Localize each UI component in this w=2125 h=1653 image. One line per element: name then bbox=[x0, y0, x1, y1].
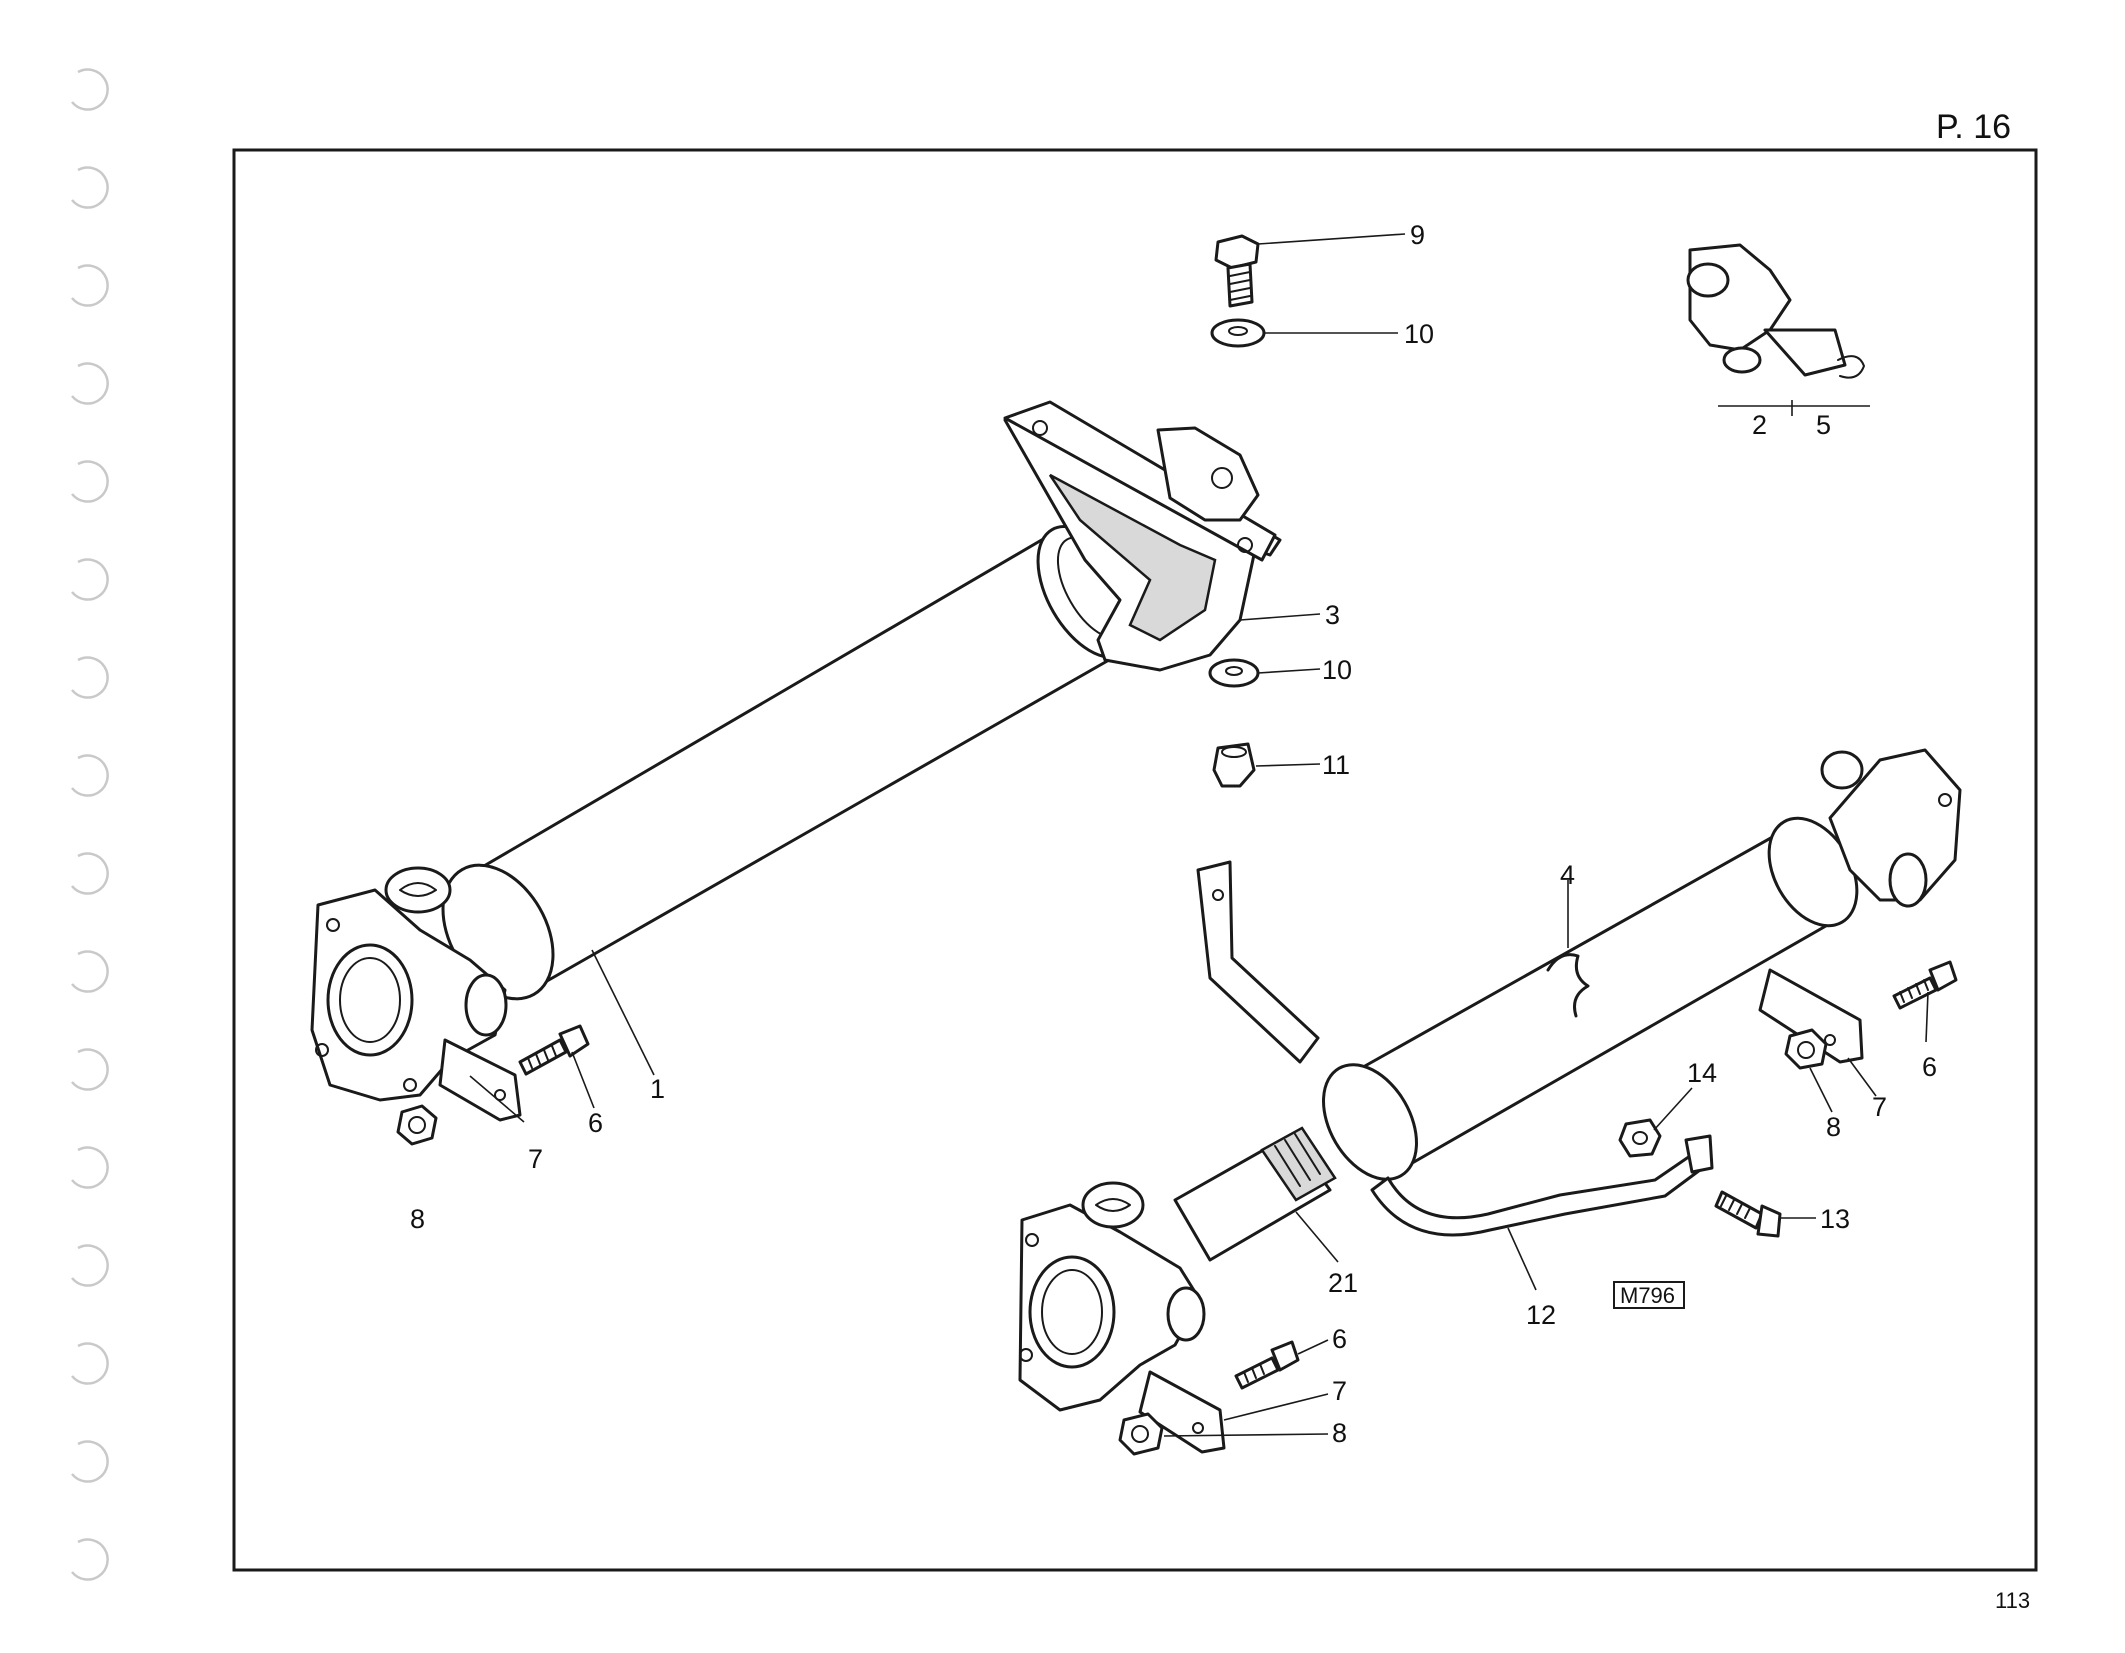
callout-6: 6 bbox=[1922, 1052, 1937, 1082]
bolt-9 bbox=[1214, 234, 1260, 308]
callout-7: 7 bbox=[1332, 1376, 1347, 1406]
bolt-6-left bbox=[518, 1024, 590, 1076]
callout-7: 7 bbox=[528, 1144, 543, 1174]
callout-6: 6 bbox=[588, 1108, 603, 1138]
callout-2: 2 bbox=[1752, 410, 1767, 440]
callout-10: 10 bbox=[1404, 319, 1434, 349]
nut-11 bbox=[1212, 742, 1256, 788]
page-reference: P. 16 bbox=[1936, 108, 2011, 146]
washer-10-lower bbox=[1208, 658, 1260, 688]
centre-bearing bbox=[1003, 400, 1282, 672]
binder-holes bbox=[71, 68, 109, 1581]
nut-14 bbox=[1618, 1118, 1662, 1158]
callout-21: 21 bbox=[1328, 1268, 1358, 1298]
callout-14: 14 bbox=[1687, 1058, 1717, 1088]
page-number: 113 bbox=[1995, 1588, 2030, 1613]
callout-11: 11 bbox=[1322, 750, 1350, 780]
leader-lines bbox=[469, 233, 1929, 1437]
callout-9: 9 bbox=[1410, 220, 1425, 250]
support-bracket bbox=[1196, 860, 1714, 1237]
callout-10: 10 bbox=[1322, 655, 1352, 685]
callout-5: 5 bbox=[1816, 410, 1831, 440]
callout-6: 6 bbox=[1332, 1324, 1347, 1354]
callout-13: 13 bbox=[1820, 1204, 1850, 1234]
bolt-13 bbox=[1714, 1190, 1782, 1238]
nut-8-left bbox=[396, 1104, 438, 1146]
rear-propeller-shaft bbox=[1322, 748, 1962, 1181]
bolt-6-lower bbox=[1234, 1340, 1300, 1390]
nut-8-lower bbox=[1118, 1412, 1164, 1456]
washer-10-top bbox=[1210, 318, 1266, 348]
slip-yoke-assembly bbox=[1018, 1126, 1337, 1454]
callout-3: 3 bbox=[1325, 600, 1340, 630]
figure-code-box: M796 bbox=[1613, 1281, 1685, 1309]
callouts: 9 10 2 5 3 10 11 4 14 6 7 8 1 6 7 8 13 2… bbox=[410, 220, 1937, 1448]
diagram-frame bbox=[232, 148, 2038, 1572]
callout-8: 8 bbox=[410, 1204, 425, 1234]
bolt-6-right bbox=[1892, 960, 1958, 1010]
universal-joint-detail bbox=[1686, 243, 1870, 416]
callout-12: 12 bbox=[1526, 1300, 1556, 1330]
callout-1: 1 bbox=[650, 1074, 665, 1104]
callout-7: 7 bbox=[1872, 1092, 1887, 1122]
callout-4: 4 bbox=[1560, 860, 1575, 890]
front-propeller-shaft bbox=[310, 525, 1140, 1122]
callout-8: 8 bbox=[1332, 1418, 1347, 1448]
callout-8: 8 bbox=[1826, 1112, 1841, 1142]
nut-8-right bbox=[1784, 1028, 1828, 1070]
figure-code: M796 bbox=[1620, 1283, 1675, 1308]
